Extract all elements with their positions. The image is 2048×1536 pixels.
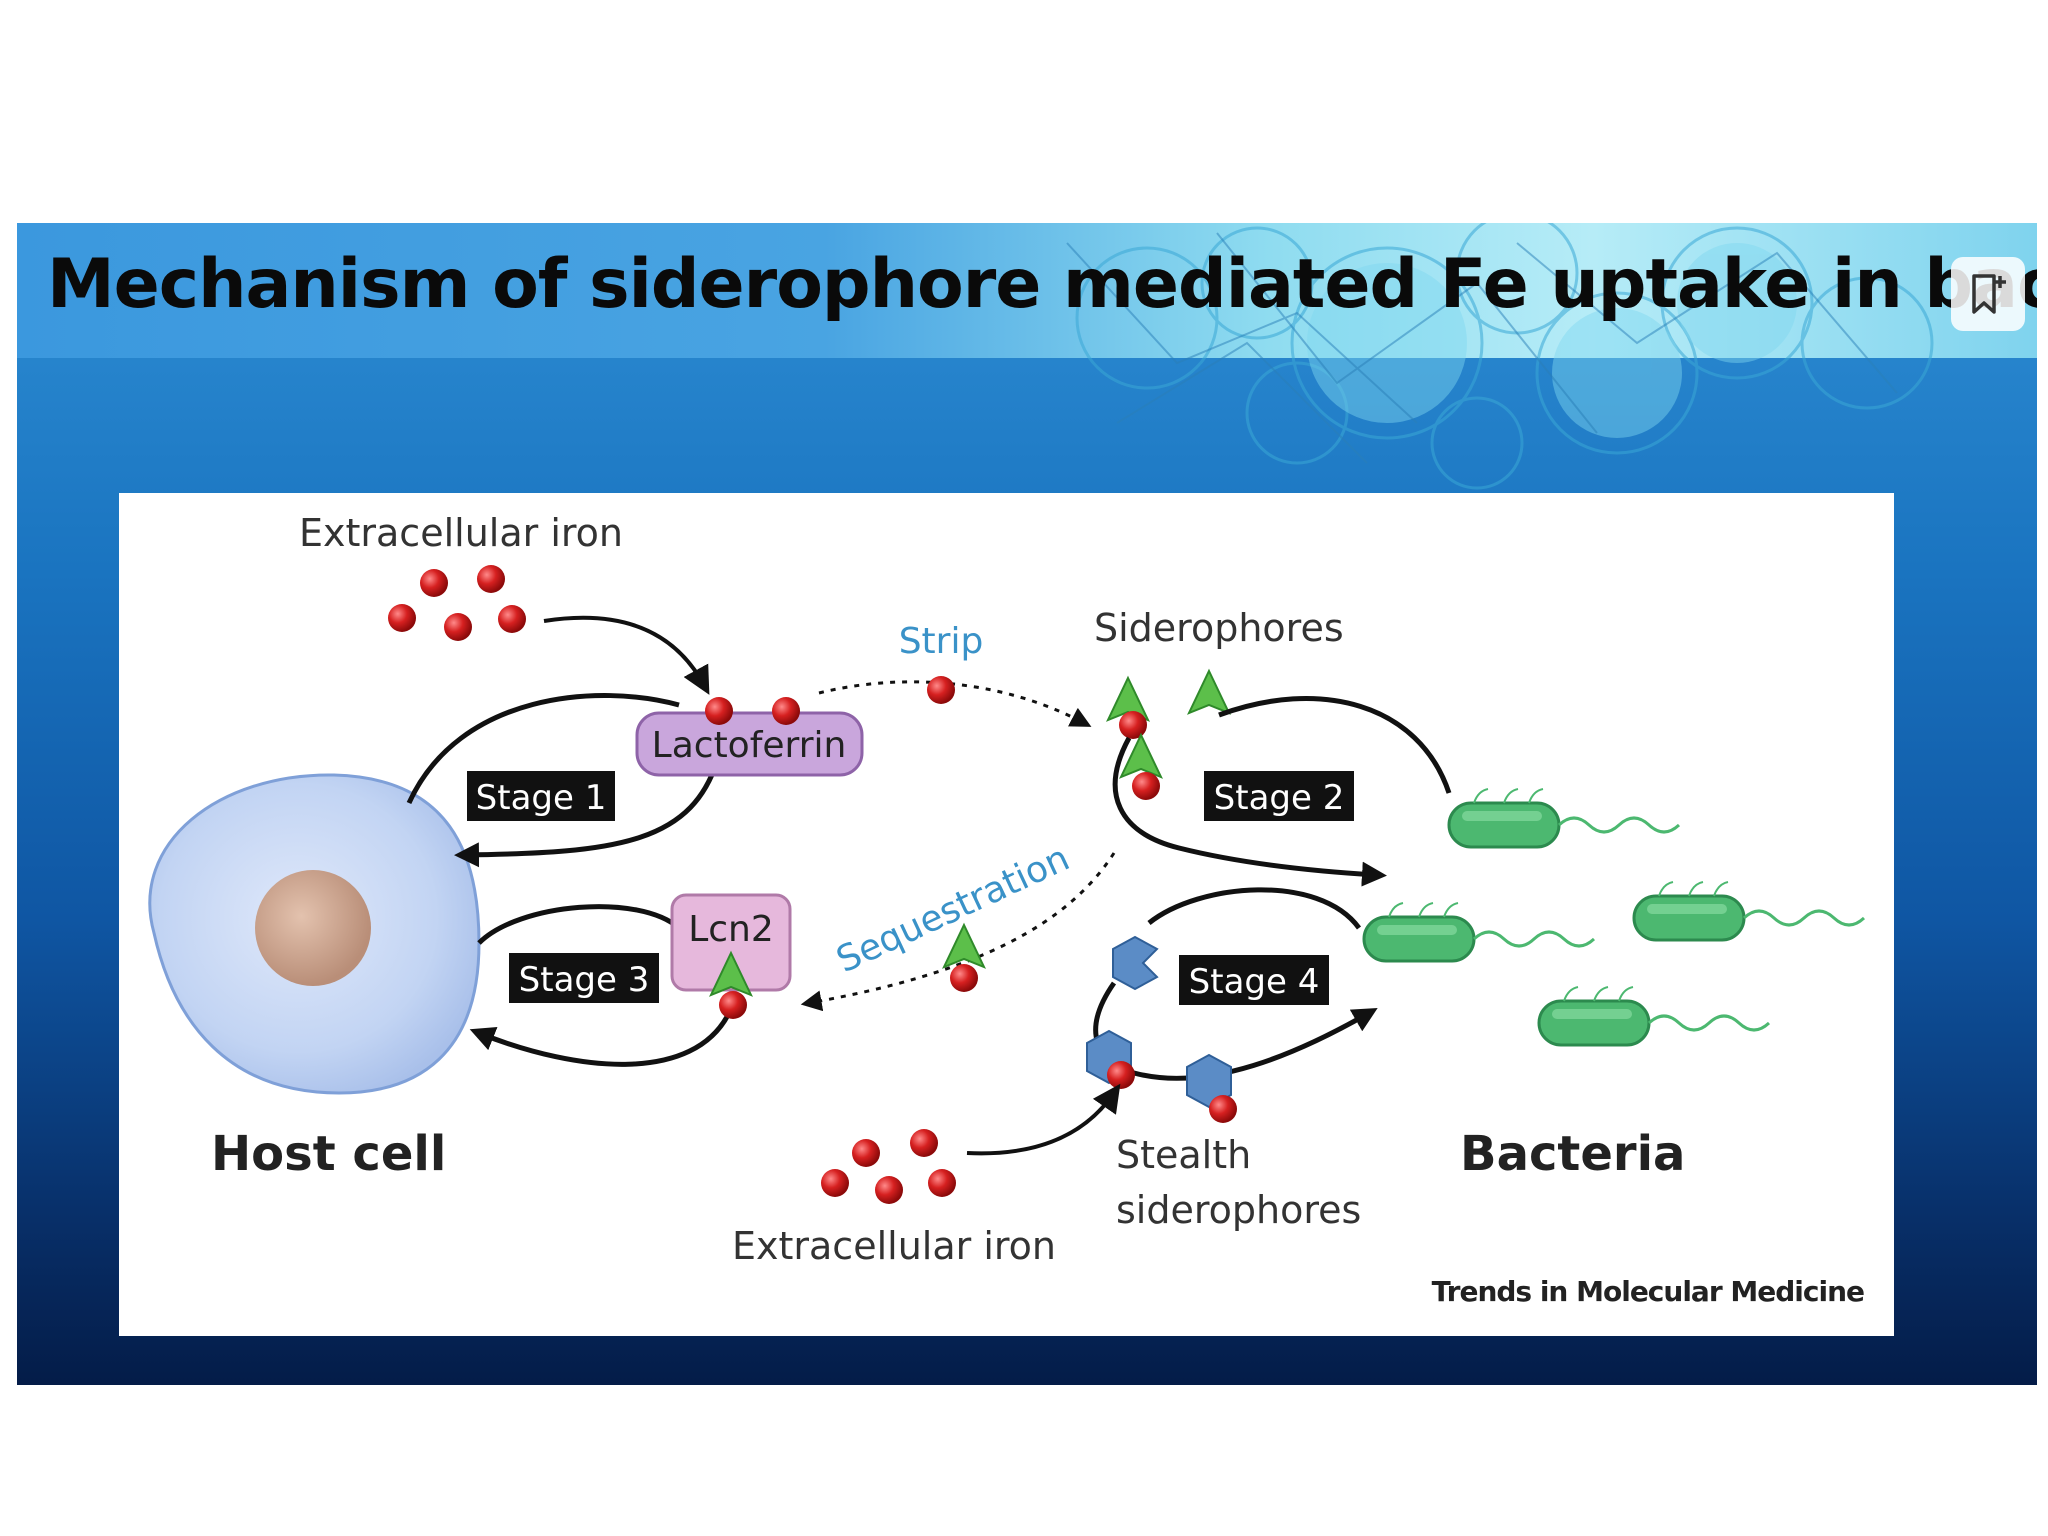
stage3-lower-arrow	[469, 1011, 732, 1067]
iron-to-lactoferrin-arrow	[543, 615, 710, 695]
source-credit: Trends in Molecular Medicine	[1432, 1275, 1864, 1308]
stealth-label-line2: siderophores	[1116, 1188, 1361, 1232]
lcn2-protein: Lcn2	[670, 893, 792, 1019]
siderophore-diagram: Extracellular iron Host cell Lactoferrin…	[148, 511, 1866, 1308]
host-cell	[148, 773, 481, 1095]
strip-label: Strip	[899, 621, 984, 662]
stage3-badge	[509, 953, 659, 1003]
stage4-badge	[1179, 955, 1329, 1005]
stage2-upper-arc	[1218, 696, 1452, 794]
slide-title: Mechanism of siderophore mediated Fe upt…	[47, 245, 2037, 324]
bacteria-group	[1362, 787, 1866, 1047]
title-banner	[17, 223, 2037, 358]
stripped-iron	[927, 676, 955, 704]
nucleus	[255, 870, 371, 986]
extracellular-iron-top-label: Extracellular iron	[299, 511, 623, 555]
sequestered-siderophore	[943, 924, 985, 992]
stage1-upper-arc	[406, 693, 680, 805]
stage2-label: Stage 2	[1214, 778, 1345, 818]
siderophores-label: Siderophores	[1094, 606, 1344, 650]
stage1-lower-arrow	[454, 754, 722, 868]
stage3-label: Stage 3	[519, 960, 650, 1000]
stage1-badge	[467, 771, 615, 821]
diagram-panel: Extracellular iron Host cell Lactoferrin…	[119, 493, 1894, 1336]
extracellular-iron-bottom-label: Extracellular iron	[732, 1224, 1056, 1268]
stage4-lower-arrow	[1093, 981, 1378, 1081]
stage3-upper-arc	[477, 904, 681, 945]
bubbles-decoration	[1066, 223, 1934, 490]
iron-to-stealth-arrow	[966, 1083, 1121, 1156]
bookmark-add-icon	[1972, 274, 2006, 314]
lcn2-label: Lcn2	[688, 909, 774, 950]
stage2-lower-arrow	[1112, 736, 1387, 887]
stage4-upper-arc	[1147, 887, 1362, 930]
host-cell-label: Host cell	[211, 1126, 446, 1182]
stage2-badge	[1204, 771, 1354, 821]
bookmark-button[interactable]	[1951, 257, 2025, 331]
lactoferrin-label: Lactoferrin	[652, 725, 847, 766]
stage4-label: Stage 4	[1189, 962, 1320, 1002]
stage1-label: Stage 1	[476, 778, 607, 818]
lactoferrin-protein: Lactoferrin	[635, 697, 864, 777]
stealth-label-line1: Stealth	[1116, 1133, 1251, 1177]
iron-cluster-top	[388, 565, 526, 641]
iron-cluster-bottom	[821, 1129, 956, 1204]
bacteria-label: Bacteria	[1460, 1126, 1685, 1182]
